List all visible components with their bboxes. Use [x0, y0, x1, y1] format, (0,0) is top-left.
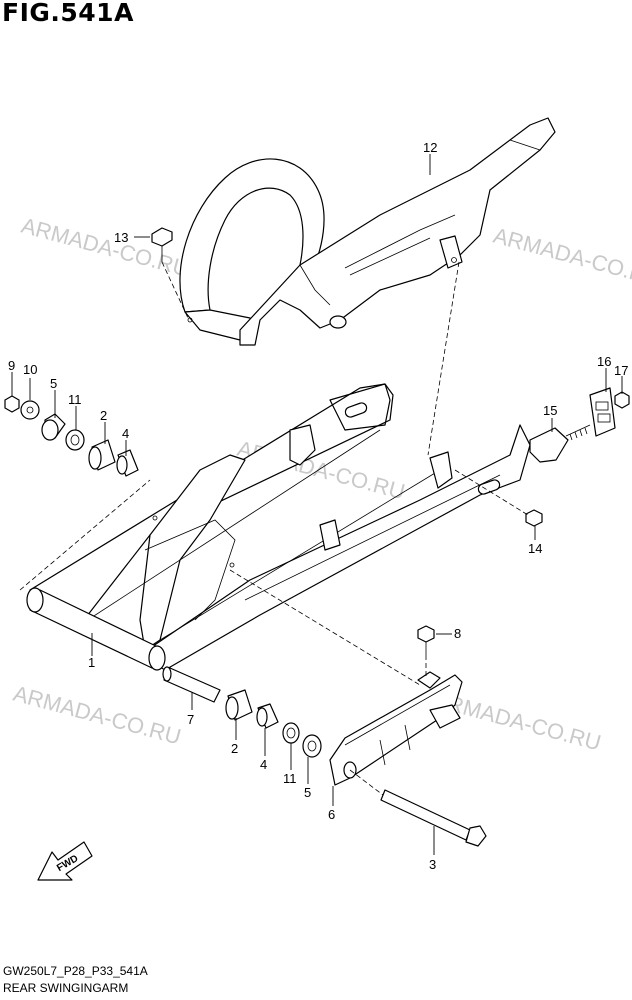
callout-label: 9	[8, 358, 15, 373]
callout-label: 11	[68, 392, 82, 407]
bush-part-4-upper	[116, 449, 139, 477]
watermark: ARMADA-CO.RU	[19, 213, 192, 282]
chain-buffer-part-6	[329, 671, 463, 786]
callout-label: 10	[23, 362, 37, 377]
spacer-part-5-lower	[302, 734, 322, 758]
spacer-part-5-upper	[41, 413, 66, 441]
callout-label: 2	[100, 408, 107, 423]
nut-part-17	[614, 391, 630, 409]
pivot-bolt-part-3	[349, 769, 487, 847]
assembly-line	[427, 261, 460, 456]
bearing-part-2-lower	[225, 689, 253, 721]
bush-part-4-lower	[256, 703, 279, 729]
watermark: ARMADA-CO.RU	[11, 681, 184, 750]
callout-label: 11	[283, 771, 297, 786]
callouts: 12 13 9 10 5 11 2 4 16 17 15 14 8 1 7 2	[8, 140, 628, 872]
nut-part-9	[4, 395, 20, 413]
figure-title: FIG.541A	[2, 0, 134, 27]
callout-label: 16	[597, 354, 611, 369]
bolt-part-14	[454, 469, 543, 527]
washer-part-10	[20, 400, 40, 420]
callout-label: 8	[454, 626, 461, 641]
callout-label: 4	[260, 757, 267, 772]
figure-name: REAR SWINGINGARM	[3, 981, 129, 995]
adjuster-plate-part-16	[589, 387, 616, 437]
bolt-part-13	[151, 227, 189, 319]
callout-label: 12	[423, 140, 437, 155]
fwd-arrow-icon: FWD	[37, 841, 93, 881]
chain-adjuster-part-15	[529, 424, 591, 463]
watermark: ARMADA-CO.RU	[491, 223, 632, 292]
seal-part-11-upper	[65, 429, 85, 451]
callout-label: 6	[328, 807, 335, 822]
shaft-part-7	[162, 666, 221, 703]
bearing-part-2-upper	[88, 439, 116, 471]
callout-label: 2	[231, 741, 238, 756]
callout-label: 7	[187, 712, 194, 727]
callout-label: 13	[114, 230, 128, 245]
callout-label: 5	[50, 376, 57, 391]
callout-label: 15	[543, 403, 557, 418]
callout-label: 1	[88, 655, 95, 670]
assembly-line	[19, 479, 151, 591]
assembly-line	[229, 569, 421, 686]
bolt-part-8	[417, 625, 435, 678]
chain-case-part-12	[179, 117, 556, 346]
callout-label: 5	[304, 785, 311, 800]
seal-part-11-lower	[282, 722, 300, 744]
figure-code: GW250L7_P28_P33_541A	[3, 964, 148, 978]
callout-label: 14	[528, 541, 542, 556]
callout-label: 4	[122, 426, 129, 441]
callout-label: 3	[429, 857, 436, 872]
callout-label: 17	[614, 363, 628, 378]
swingarm-part-1	[26, 383, 531, 671]
